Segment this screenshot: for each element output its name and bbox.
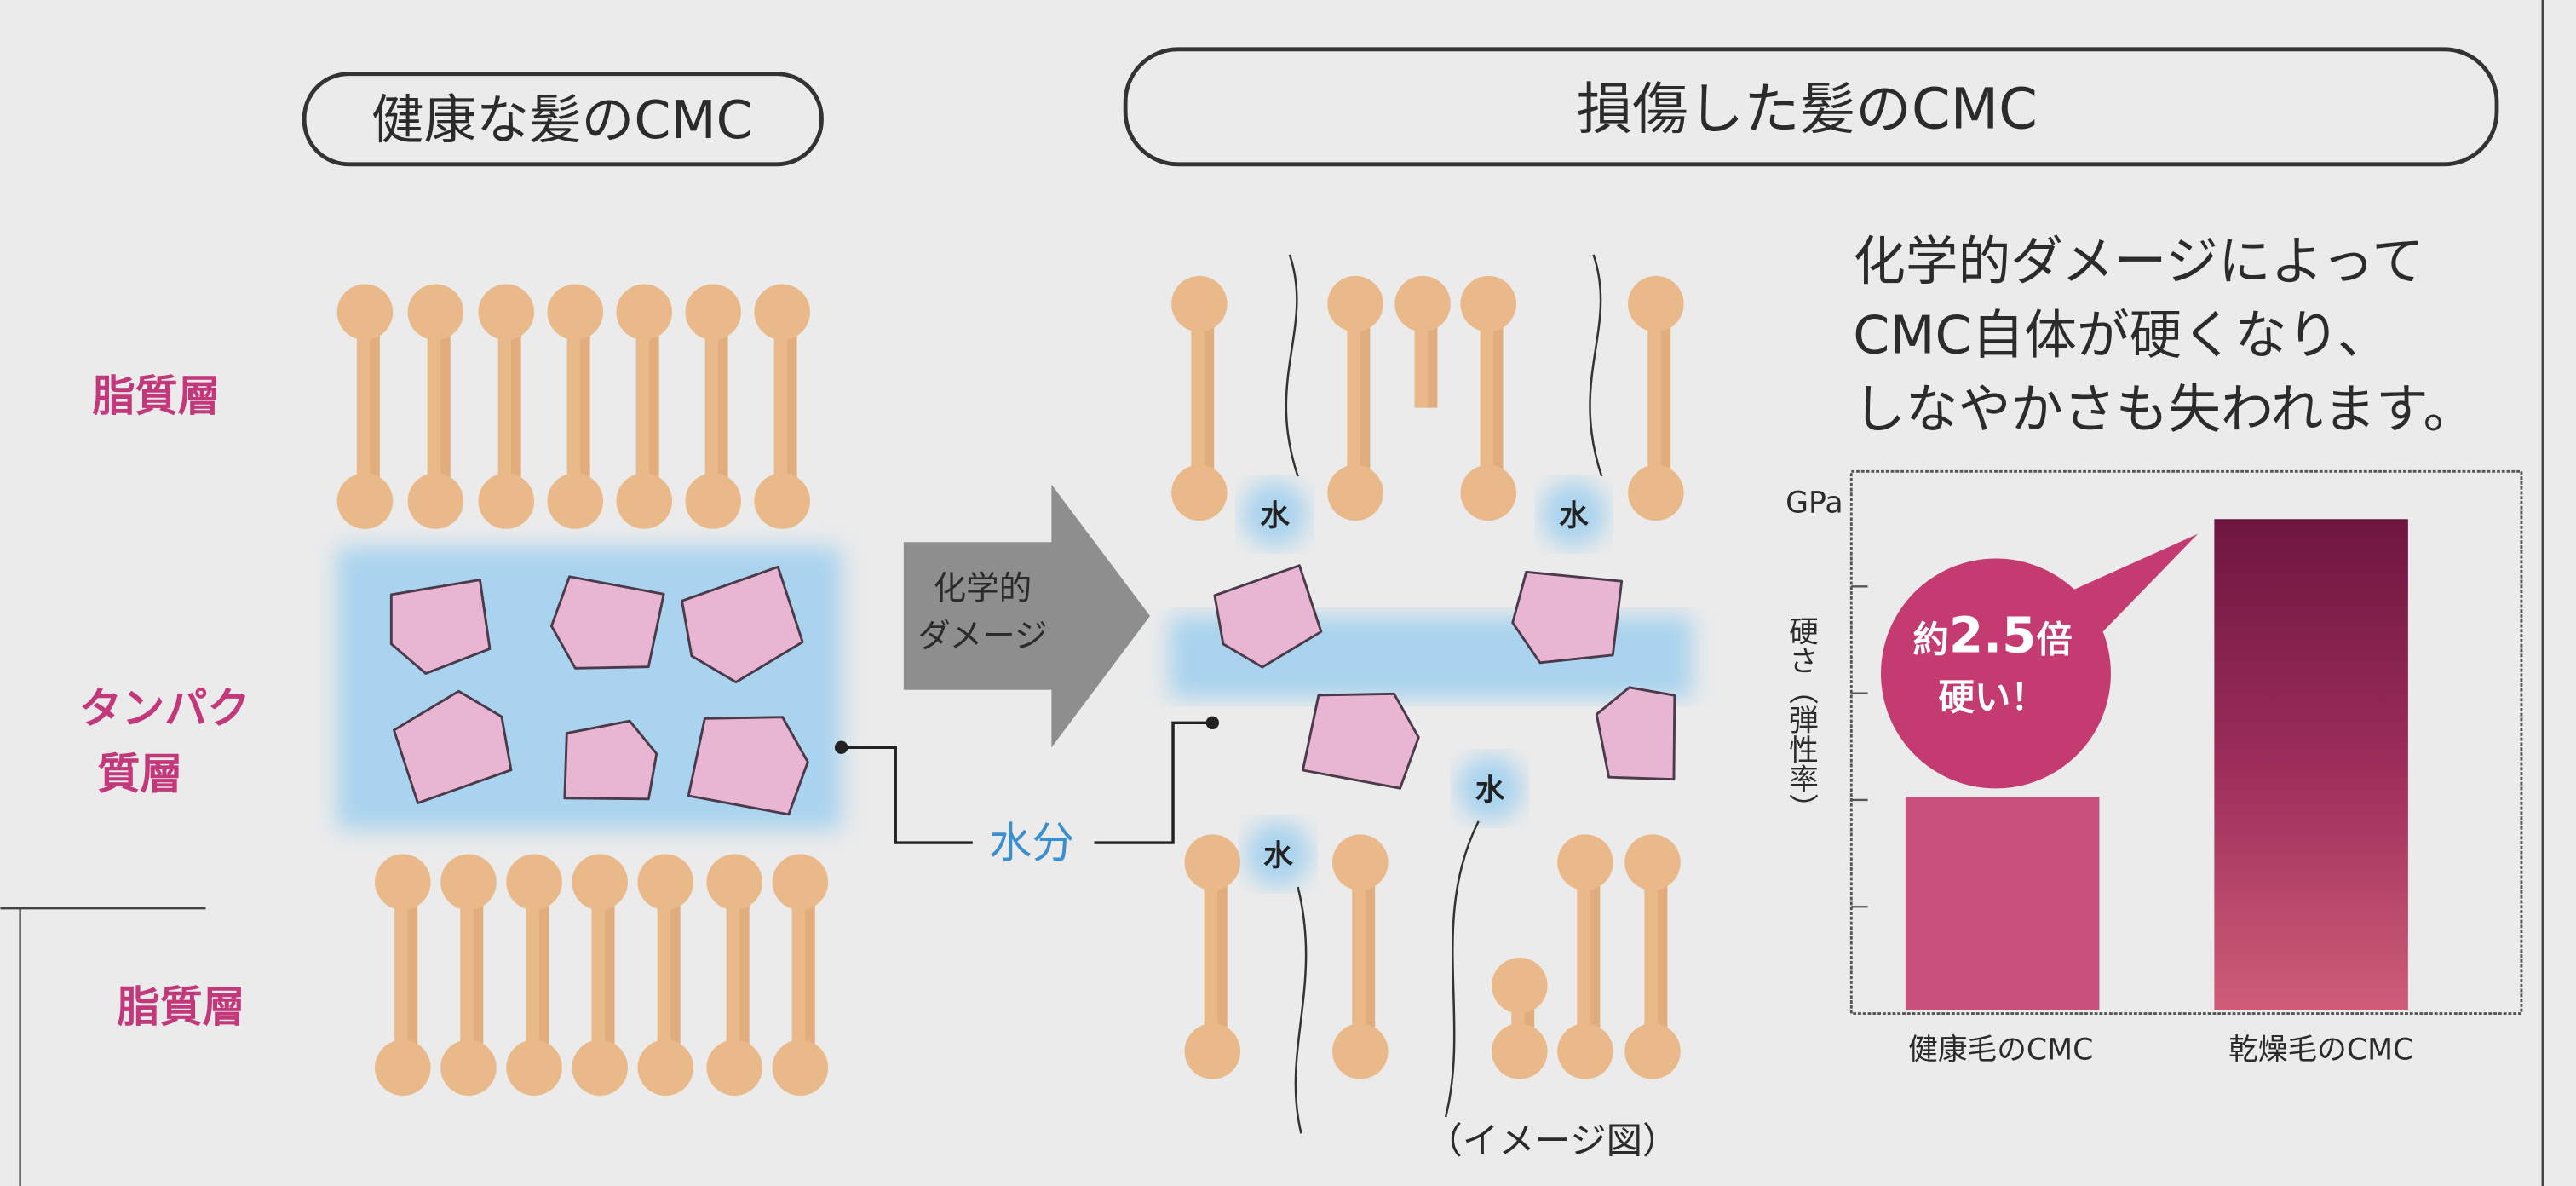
image-caption: （イメージ図） xyxy=(1426,1120,1678,1162)
protein-blob xyxy=(681,565,804,684)
lipid-molecule xyxy=(1184,834,1241,1079)
label-protein-1: タンパク xyxy=(79,682,250,733)
lipid-molecule xyxy=(572,854,628,1096)
water-escape-arrow xyxy=(1589,254,1603,477)
water-molecule: 水 xyxy=(1457,755,1523,821)
water-molecules: 水水水水 xyxy=(1242,481,1607,888)
damaged-title: 損傷した髪のCMC xyxy=(1577,77,2038,141)
lipid-molecule xyxy=(375,854,431,1096)
lipid-molecule xyxy=(1327,275,1383,521)
lipid-molecule xyxy=(1628,275,1684,521)
hardness-bar-chart: GPa 硬さ（弾性率） 健康毛のCMC 乾燥毛のCMC 約2.5倍 硬い！ xyxy=(1784,469,2523,1068)
y-unit: GPa xyxy=(1785,486,1843,521)
protein-blob xyxy=(687,716,809,816)
water-escape-arrow xyxy=(1294,886,1308,1134)
protein-blob xyxy=(563,719,658,801)
y-axis-label: 硬さ（弾性率） xyxy=(1784,616,1819,823)
bar-dry xyxy=(2214,519,2408,1010)
lipid-molecule xyxy=(407,284,464,529)
healthy-title-pill xyxy=(302,72,824,167)
x-label-healthy: 健康毛のCMC xyxy=(1908,1033,2093,1068)
connector-line xyxy=(1094,721,1213,844)
water-escape-arrow xyxy=(1444,820,1480,1118)
lipid-molecule xyxy=(637,854,694,1096)
callout-line-1: 約2.5倍 xyxy=(1912,606,2072,664)
protein-blob xyxy=(393,689,513,804)
healthy-title: 健康な髪のCMC xyxy=(371,89,753,151)
healthy-protein-blobs xyxy=(389,565,809,816)
x-label-dry: 乾燥毛のCMC xyxy=(2228,1033,2413,1068)
lipid-molecule xyxy=(1557,834,1613,1079)
damaged-title-pill xyxy=(1123,47,2499,167)
water-mark: 水 xyxy=(1559,499,1589,533)
lipid-molecule xyxy=(1460,275,1516,521)
protein-blob xyxy=(1213,564,1323,669)
lipid-molecule xyxy=(1394,275,1451,408)
lipid-molecule xyxy=(478,284,535,529)
protein-blob xyxy=(1595,686,1676,781)
connector-dot xyxy=(1205,716,1220,730)
lipid-molecule xyxy=(685,284,741,529)
lipid-molecule xyxy=(1624,834,1681,1079)
arrow-label-1: 化学的 xyxy=(934,570,1032,608)
connector-line xyxy=(841,746,973,844)
water-mark: 水 xyxy=(1260,499,1290,533)
label-lipid-top: 脂質層 xyxy=(92,371,220,421)
protein-blob xyxy=(549,575,665,670)
label-protein-2: 質層 xyxy=(97,748,182,798)
water-molecule: 水 xyxy=(1540,481,1607,548)
lipid-molecule xyxy=(1332,834,1389,1079)
moisture-label: 水分 xyxy=(989,817,1074,867)
damaged-protein-blobs xyxy=(1213,564,1676,790)
lipid-molecule xyxy=(772,854,829,1096)
water-escape-arrows xyxy=(1285,254,1603,1134)
lipid-molecule xyxy=(1492,958,1548,1079)
callout-bubble: 約2.5倍 硬い！ xyxy=(1881,533,2199,789)
label-lipid-bottom: 脂質層 xyxy=(117,982,244,1032)
water-molecule: 水 xyxy=(1242,481,1308,548)
lipid-molecule xyxy=(547,284,604,529)
arrow-label-2: ダメージ xyxy=(917,618,1047,656)
description-line-3: しなやかさも失われます。 xyxy=(1853,378,2475,440)
lipid-molecule xyxy=(706,854,763,1096)
lipid-molecule xyxy=(440,854,497,1096)
protein-blob xyxy=(389,579,492,675)
protein-blob xyxy=(1511,570,1624,665)
water-mark: 水 xyxy=(1263,839,1293,873)
lipid-molecule xyxy=(336,284,394,529)
chemical-damage-arrow xyxy=(903,484,1151,748)
lipid-molecules xyxy=(336,275,1684,1096)
lipid-molecule xyxy=(1171,275,1228,521)
lipid-molecule xyxy=(754,284,810,529)
description-line-2: CMC自体が硬くなり、 xyxy=(1853,305,2389,366)
lipid-molecule xyxy=(506,854,562,1096)
water-mark: 水 xyxy=(1475,774,1505,808)
callout-line-2: 硬い！ xyxy=(1938,677,2046,719)
water-escape-arrow xyxy=(1285,254,1299,477)
lipid-molecule xyxy=(616,284,673,529)
bar-healthy xyxy=(1905,797,2100,1010)
description-line-1: 化学的ダメージによって xyxy=(1853,231,2424,292)
water-molecule: 水 xyxy=(1245,820,1311,888)
protein-blob xyxy=(1301,692,1420,790)
